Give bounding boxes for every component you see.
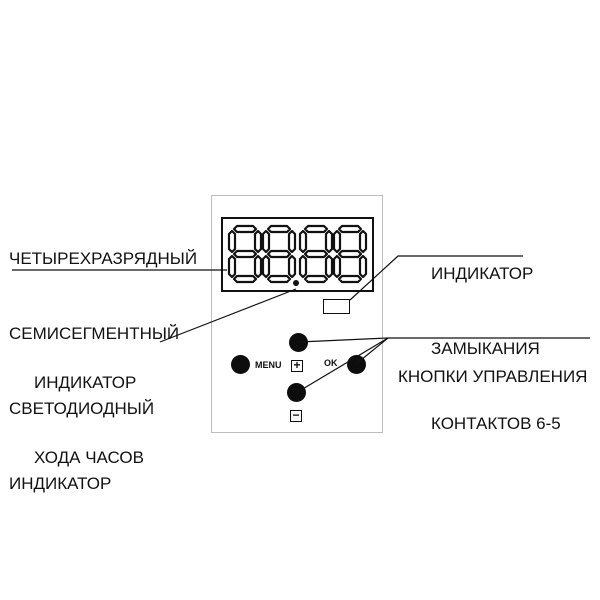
display-segment (287, 254, 297, 279)
display-segment (232, 274, 258, 284)
display-segment (303, 274, 329, 284)
plus-button[interactable] (289, 333, 308, 352)
label-contacts-line: ИНДИКАТОР (431, 264, 534, 283)
display-segment (227, 229, 237, 254)
display-segment (298, 254, 308, 279)
display-segment (261, 254, 271, 279)
label-display-line: СВЕТОДИОДНЫЙ (9, 399, 155, 418)
label-display: ЧЕТЫРЕХРАЗРЯДНЫЙ СЕМИСЕГМЕНТНЫЙ СВЕТОДИО… (9, 196, 197, 521)
label-display-line: ИНДИКАТОР (9, 474, 112, 493)
display-segment (261, 229, 271, 254)
display-segment (227, 254, 237, 279)
leader-line-contacts (349, 255, 523, 301)
minus-sign: − (290, 409, 302, 422)
display-segment (332, 254, 342, 279)
menu-button-label: MENU (255, 360, 282, 370)
label-buttons: КНОПКИ УПРАВЛЕНИЯ (398, 314, 587, 414)
leader-line-buttons-1 (298, 337, 389, 343)
label-contacts-line: КОНТАКТОВ 6-5 (431, 414, 561, 433)
leader-line-buttons-2 (295, 337, 389, 394)
display-segment (232, 249, 258, 259)
menu-button[interactable] (231, 355, 250, 374)
display-segment (303, 249, 329, 259)
digit-group (227, 224, 368, 284)
label-contacts: ИНДИКАТОР ЗАМЫКАНИЯ КОНТАКТОВ 6-5 (431, 211, 561, 461)
label-display-line: ЧЕТЫРЕХРАЗРЯДНЫЙ (9, 249, 198, 268)
display-segment (337, 249, 363, 259)
display-segment (337, 224, 363, 234)
display-segment (324, 254, 334, 279)
label-display-line: СЕМИСЕГМЕНТНЫЙ (9, 324, 180, 343)
display-segment (266, 249, 292, 259)
display-segment (337, 274, 363, 284)
label-clock: ИНДИКАТОР ХОДА ЧАСОВ (34, 320, 144, 495)
ok-button-label: OK (324, 358, 338, 368)
leader-line-buttons-3 (355, 337, 389, 365)
display-segment (266, 224, 292, 234)
leader-line-clock (159, 288, 297, 343)
label-buttons-line: КНОПКИ УПРАВЛЕНИЯ (398, 367, 588, 386)
display-segment (358, 254, 368, 279)
display-segment (266, 274, 292, 284)
display-segment (253, 229, 263, 254)
display-segment (287, 229, 297, 254)
label-clock-line: ИНДИКАТОР (34, 373, 137, 392)
display-segment (298, 229, 308, 254)
display-segment (332, 229, 342, 254)
display-segment (324, 229, 334, 254)
display-segment (303, 224, 329, 234)
label-contacts-line: ЗАМЫКАНИЯ (431, 339, 540, 358)
seven-segment-display (221, 217, 374, 292)
display-segment (253, 254, 263, 279)
clock-dot (293, 280, 299, 286)
contact-closure-indicator (323, 299, 350, 314)
display-segment (232, 224, 258, 234)
label-clock-line: ХОДА ЧАСОВ (34, 448, 144, 467)
display-segment (358, 229, 368, 254)
plus-sign: + (291, 359, 303, 372)
